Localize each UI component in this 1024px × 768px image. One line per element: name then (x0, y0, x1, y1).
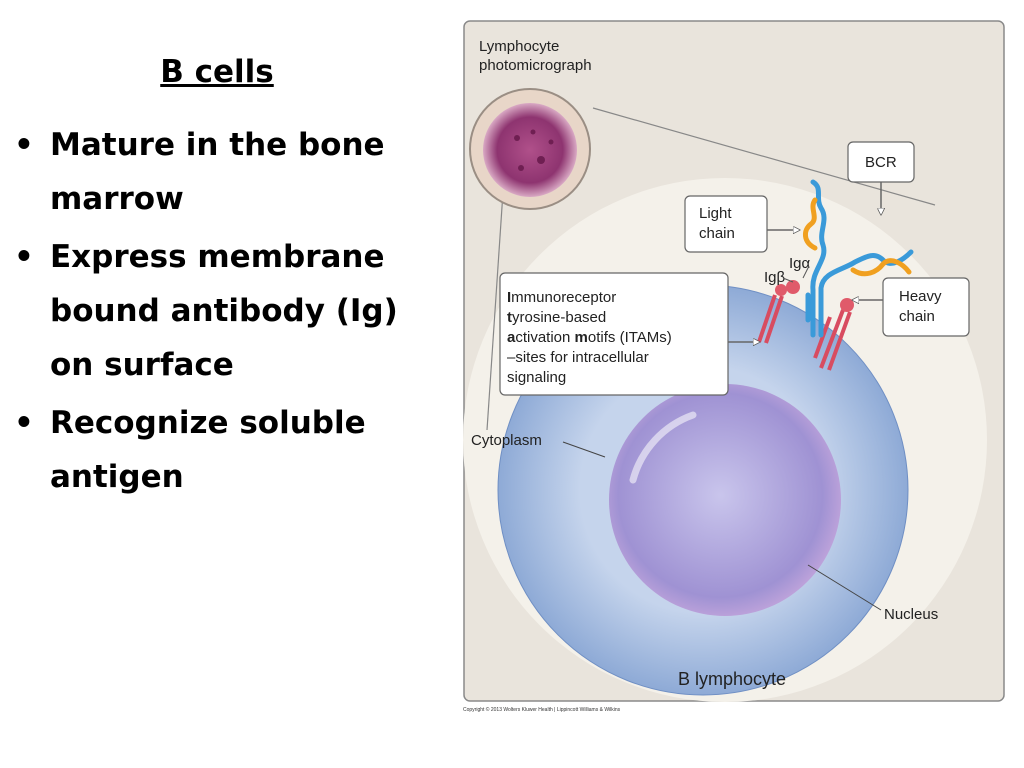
heavy-chain-label-2: chain (899, 308, 935, 325)
ig-alpha-beta-chains (757, 280, 854, 371)
zoom-line (592, 107, 936, 206)
light-chain-label-1: Light (699, 205, 732, 222)
bullet-text: Mature in the bone marrow (50, 127, 385, 217)
heavy-chain-label-1: Heavy (899, 288, 942, 305)
bullet-text: Recognize soluble antigen (50, 405, 366, 495)
bullet-text: Express membrane bound antibody (Ig) on … (50, 239, 398, 383)
bullet-icon: • (14, 127, 34, 163)
b-cell-figure: Lymphocyte photomicrograph Light chain (463, 20, 1005, 702)
heavy-chain-callout: Heavy chain (853, 277, 970, 337)
ig-beta-label: Igβ (764, 269, 786, 286)
itam-line-1: Immunoreceptor (507, 289, 616, 306)
bullet-item: • Express membrane bound antibody (Ig) on… (14, 230, 434, 392)
nucleus-label: Nucleus (884, 606, 938, 623)
nucleus-leader (807, 564, 882, 611)
photo-caption-line1: Lymphocyte (479, 38, 559, 55)
slide-title: B cells (160, 54, 274, 90)
bullet-icon: • (14, 405, 34, 441)
cytoplasm-leader (562, 441, 606, 458)
nucleus-circle (609, 384, 841, 616)
itam-line-2: tyrosine-based (507, 309, 606, 326)
bcr-label: BCR (865, 154, 897, 171)
cell-name-label: B lymphocyte (678, 669, 786, 689)
itam-callout: Immunoreceptor tyrosine-based activation… (499, 272, 759, 396)
nucleus-highlight (629, 411, 697, 484)
itam-line-5: signaling (507, 369, 566, 386)
ig-alpha-leader (802, 265, 810, 279)
bcr-callout: BCR (847, 141, 915, 214)
ig-beta-leader (782, 277, 794, 283)
bullet-item: • Recognize soluble antigen (14, 396, 434, 504)
light-chain-callout: Light chain (684, 195, 799, 253)
bullet-list: • Mature in the bone marrow • Express memb… (14, 118, 434, 508)
ig-alpha-label: Igα (789, 255, 811, 272)
bcr-receptor (757, 179, 914, 371)
bullet-icon: • (14, 239, 34, 275)
itam-line-4: –sites for intracellular (507, 349, 649, 366)
photo-caption-line2: photomicrograph (479, 57, 592, 74)
photomicrograph (469, 88, 591, 210)
bullet-item: • Mature in the bone marrow (14, 118, 434, 226)
cytoplasm-label: Cytoplasm (471, 432, 542, 449)
itam-line-3: activation motifs (ITAMs) (507, 329, 672, 346)
zoom-line (486, 191, 504, 431)
copyright-text: Copyright © 2013 Wolters Kluwer Health |… (463, 707, 621, 713)
light-chain-label-2: chain (699, 225, 735, 242)
